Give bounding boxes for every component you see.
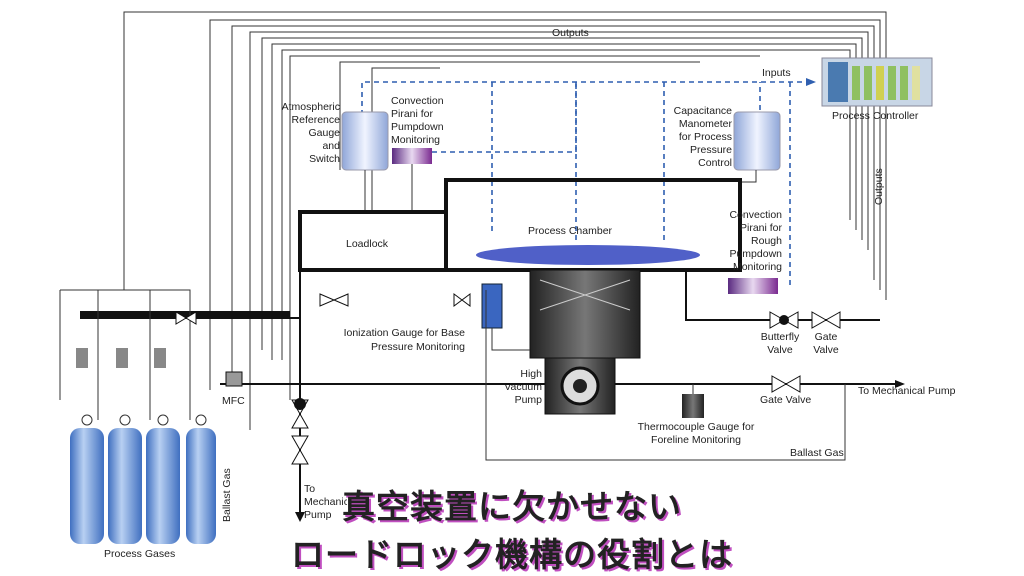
- high-vacuum-pump-body: [529, 269, 641, 359]
- process-gas-cylinders: [70, 414, 216, 544]
- mfc-icon: [225, 371, 243, 387]
- input-signal-lines: [361, 78, 816, 285]
- outputs-right-label: Outputs: [873, 168, 885, 205]
- ballast-gas-right-label: Ballast Gas: [790, 447, 844, 459]
- ballast-gas-vertical-label: Ballast Gas: [221, 468, 233, 522]
- to-mech-pump-right-label: To Mechanical Pump: [858, 385, 956, 397]
- output-wires: [123, 11, 887, 430]
- atmospheric-gauge-icon: [341, 111, 389, 171]
- title-line-1: 真空装置に欠かせない: [342, 487, 682, 526]
- process-chamber-label: Process Chamber: [528, 225, 613, 237]
- wafer-platen-icon: [476, 245, 700, 265]
- capacitance-manometer-icon: [733, 111, 781, 171]
- process-gases-label: Process Gases: [104, 548, 175, 560]
- gate-valve-2-icon[interactable]: [771, 375, 801, 393]
- outputs-top-label: Outputs: [552, 27, 589, 39]
- gas-regulators: [76, 348, 166, 368]
- ion-gauge-icon: [481, 283, 503, 329]
- vent-valves-icon[interactable]: [319, 293, 471, 307]
- butterfly-valve-icon[interactable]: [769, 311, 799, 329]
- process-controller: [821, 57, 933, 107]
- process-controller-label: Process Controller: [832, 110, 919, 122]
- loadlock-label: Loadlock: [346, 238, 389, 250]
- pirani-pumpdown-icon: [392, 148, 432, 164]
- thermocouple-gauge-icon: [682, 394, 704, 418]
- title-line-2: ロードロック機構の役割とは: [291, 535, 733, 574]
- mfc-label: MFC: [222, 395, 245, 407]
- gate-valve-2-label: Gate Valve: [760, 394, 811, 406]
- gate-valve-1-icon[interactable]: [811, 311, 841, 329]
- pirani-rough-icon: [728, 278, 778, 294]
- inputs-label: Inputs: [762, 67, 791, 79]
